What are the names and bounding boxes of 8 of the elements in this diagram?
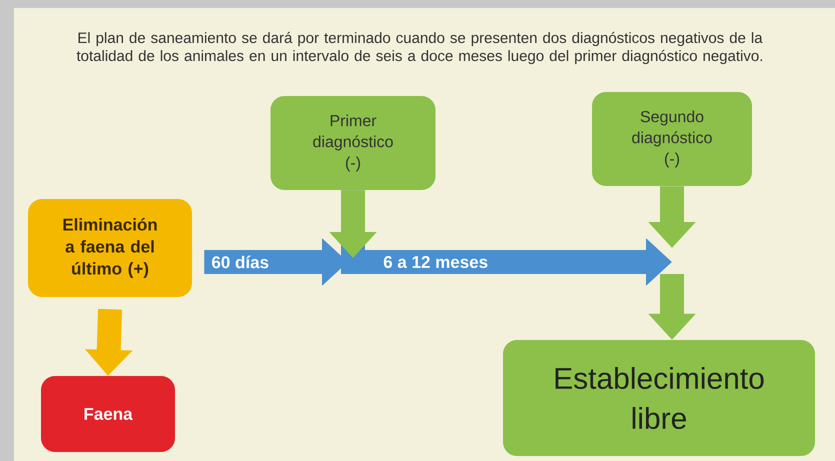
note-text: El plan de saneamiento se dará por terminado cuando se presenten dos diagnósticos negativos de la totalidad de los animales en un intervalo de seis a doce meses luego del primer diagnóstico negativo.	[76, 32, 763, 64]
diagnosis-box: Segundo diagnóstico (-)	[592, 92, 752, 186]
edge-label: 60 días	[210, 254, 270, 270]
process-box: Eliminación a faena del último (+)	[28, 199, 192, 297]
result-box: Faena	[41, 376, 175, 452]
edge-label: 6 a 12 meses	[382, 254, 490, 270]
diagnosis-box: Primer diagnóstico (-)	[270, 96, 436, 190]
result-box: Establecimiento libre	[503, 340, 815, 456]
